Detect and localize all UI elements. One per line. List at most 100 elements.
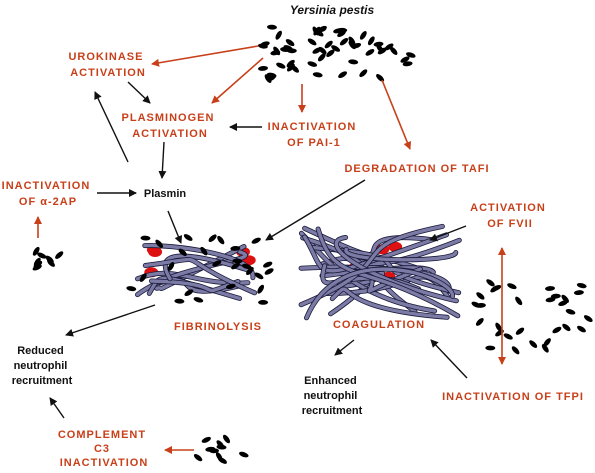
- bacterium-icon: [543, 338, 551, 347]
- bacterium-icon: [184, 289, 194, 297]
- bacterium-icon: [258, 300, 269, 305]
- bacterium-icon: [215, 452, 223, 462]
- fibrin-strand: [311, 245, 461, 295]
- bacterium-icon: [222, 434, 231, 444]
- bacterium-icon: [283, 45, 293, 51]
- bacterium-icon: [254, 272, 264, 280]
- bacterium-icon: [290, 65, 300, 73]
- bacterium-icon: [174, 298, 185, 304]
- black-arrows: [49, 81, 468, 419]
- fibrin-strand: [303, 233, 449, 273]
- bacterium-icon: [270, 50, 281, 56]
- complement-c3-inactivation-label: COMPLEMENT C3 INACTIVATION: [58, 429, 150, 469]
- bacterium-icon: [312, 47, 322, 54]
- arrow-tfpi-coagulation: [430, 339, 468, 379]
- bacterium-icon: [317, 53, 326, 62]
- inactivation-pai1-label: INACTIVATION OF PAI-1: [268, 121, 361, 149]
- coagulation-label: COAGULATION: [333, 319, 425, 331]
- bacterium-icon: [246, 266, 254, 276]
- bacterium-icon: [331, 45, 341, 52]
- bacterium-icon: [565, 309, 576, 315]
- arrow-complement-reduced: [49, 397, 65, 419]
- activation-fvii-label: ACTIVATION OF FVII: [470, 202, 550, 230]
- arrow-coagulation-enhanced: [334, 339, 355, 356]
- bacterium-icon: [231, 262, 240, 270]
- bacteria-cluster-right: [471, 279, 593, 355]
- bacterium-icon: [476, 292, 485, 300]
- fibrin-strand: [330, 287, 449, 319]
- bacterium-icon: [212, 260, 222, 267]
- bacterium-icon: [339, 37, 349, 46]
- bacterium-icon: [285, 39, 295, 47]
- bacterium-icon: [324, 40, 333, 49]
- bacterium-icon: [201, 436, 211, 443]
- bacterium-icon: [232, 258, 243, 264]
- bacterium-icon: [515, 296, 523, 306]
- bacterium-icon: [178, 248, 187, 257]
- bacterium-icon: [326, 49, 335, 57]
- bacterium-icon: [545, 286, 555, 291]
- bacterium-icon: [406, 52, 416, 58]
- bacterium-icon: [155, 239, 164, 248]
- arrow-plasminogen-plasmin: [158, 141, 167, 179]
- bacterium-icon: [365, 49, 375, 56]
- bacterium-icon: [337, 30, 346, 37]
- bacterium-icon: [251, 237, 261, 244]
- arrow-fvii-clot: [429, 225, 467, 242]
- bacterium-icon: [183, 234, 193, 241]
- bacterium-icon: [359, 31, 367, 40]
- bacterium-icon: [376, 74, 385, 82]
- bacterium-icon: [541, 343, 549, 353]
- bacterium-icon: [550, 293, 561, 299]
- bacterium-icon: [577, 325, 586, 333]
- bacteria-cluster-top: [257, 24, 416, 83]
- urokinase-activation-label: UROKINASE ACTIVATION: [68, 51, 147, 79]
- fibrin-strand: [336, 270, 417, 314]
- bacterium-icon: [276, 62, 286, 69]
- bacterium-icon: [55, 251, 64, 259]
- enhanced-neutrophil-recruitment-label: Enhanced neutrophil recruitment: [302, 375, 363, 417]
- fibrin-strand: [163, 254, 251, 281]
- bacterium-icon: [485, 345, 496, 351]
- bacterium-icon: [507, 283, 517, 290]
- bacterium-icon: [267, 24, 277, 30]
- plasmin-label: Plasmin: [144, 188, 186, 200]
- bacterium-icon: [275, 30, 282, 40]
- bacterium-icon: [33, 257, 41, 267]
- bacterium-icon: [402, 61, 413, 67]
- bacterium-icon: [140, 235, 151, 241]
- bacterium-icon: [376, 43, 384, 53]
- bacterium-icon: [359, 69, 368, 78]
- bacterium-icon: [312, 72, 323, 78]
- bacterium-icon: [241, 263, 252, 270]
- bacterium-icon: [263, 261, 273, 268]
- arrow-urokinase-plasminogen: [127, 81, 151, 104]
- bacterium-icon: [316, 26, 327, 33]
- bacterium-icon: [225, 283, 236, 290]
- bacterium-icon: [384, 43, 394, 51]
- bacterium-icon: [400, 56, 410, 63]
- fibrin-strand: [304, 267, 455, 320]
- title-yersinia-pestis: Yersinia pestis: [290, 3, 375, 17]
- arrow-plasmin-clot: [167, 210, 183, 244]
- degradation-tafi-label: DEGRADATION OF TAFI: [344, 163, 489, 175]
- bacterium-icon: [573, 290, 584, 296]
- inactivation-a2ap-label: INACTIVATION OF α-2AP: [2, 180, 95, 208]
- bacterium-icon: [307, 38, 317, 46]
- bacterium-icon: [32, 246, 40, 256]
- bacterium-icon: [45, 255, 54, 263]
- bacterium-icon: [216, 444, 227, 450]
- fibrinolysis-clot-illustration: [126, 234, 274, 305]
- bacterium-icon: [264, 268, 274, 275]
- bacteria-cluster-bottom: [193, 434, 249, 464]
- arrow-plasmin-up: [94, 91, 129, 163]
- fibrin-strand: [344, 247, 458, 262]
- bacterium-icon: [200, 246, 208, 256]
- bacterium-icon: [267, 74, 277, 82]
- bacterium-icon: [257, 43, 268, 49]
- fibrin-strand: [143, 257, 257, 295]
- fibrin-strand: [149, 279, 240, 293]
- bacterium-icon: [257, 284, 265, 294]
- inactivation-tfpi-label: INACTIVATION OF TFPI: [442, 391, 584, 403]
- fibrin-strand: [299, 224, 445, 307]
